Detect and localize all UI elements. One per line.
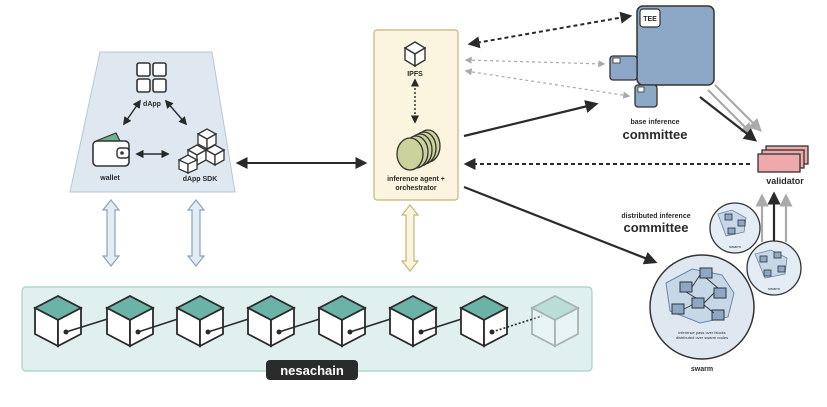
ipfs-label: IPFS (407, 71, 423, 78)
chain-block (317, 294, 367, 348)
distributed-committee-title-2: committee (623, 220, 688, 235)
sdk-icon (177, 128, 226, 175)
chain-block (246, 294, 296, 348)
validator-label: validator (766, 176, 804, 186)
tee-badge (639, 8, 661, 28)
base-committee-title-2: committee (622, 127, 687, 142)
agent-swarm-arrow (463, 185, 658, 265)
agent-tee-arrow (467, 11, 633, 49)
wallet-icon (92, 132, 130, 167)
agent-committee-arrow (463, 100, 599, 138)
agent-stack-icon (396, 129, 441, 171)
agent-node2-arrow (464, 68, 631, 99)
chain-block-pending (530, 294, 580, 348)
ipfs-icon (403, 41, 427, 68)
chain-link-dot (63, 329, 69, 335)
swarm-note-1: inference pass over blocks (678, 330, 725, 335)
chain-link-dot (135, 329, 141, 335)
orchestrator-label-2: orchestrator (395, 185, 437, 192)
swarm-label: swarm (691, 366, 713, 373)
chain-blocks (33, 294, 580, 348)
orchestrator-label-1: inference agent + (387, 176, 445, 183)
swarm-large: inference pass over blocks distributed o… (649, 254, 755, 360)
swarm-small-2-label: swarm (768, 286, 780, 291)
agent-node1-arrow (464, 56, 606, 68)
chain-link-dot (276, 329, 282, 335)
client-chain-arrows (101, 199, 206, 267)
swarm-validator-arrows (755, 191, 793, 242)
base-committee-title-1: base inference (630, 119, 679, 126)
swarm-note-2: distributed over swarm nodes (676, 335, 728, 340)
sdk-label: dApp SDK (183, 176, 218, 183)
dapp-icon (136, 62, 167, 93)
chain-block (33, 294, 83, 348)
swarm-small-2: swarm (746, 240, 802, 296)
chain-block (459, 294, 509, 348)
chain-label-badge (266, 360, 358, 380)
agent-chain-arrow (400, 204, 420, 272)
swarm-small-1-label: swarm (729, 244, 741, 249)
swarm-small-1: swarm (709, 202, 761, 254)
client-internal-arrows (123, 99, 188, 159)
chain-link-dot (347, 329, 353, 335)
chain-label: nesachain (280, 363, 344, 378)
chain-link-dot (418, 329, 424, 335)
dapp-label: dApp (143, 101, 161, 108)
wallet-label: wallet (99, 175, 120, 182)
chain-block (388, 294, 438, 348)
validator-node (757, 145, 809, 173)
chain-link-dot (205, 329, 211, 335)
chain-link-dot (489, 329, 495, 335)
chain-link (491, 315, 543, 333)
distributed-committee-title-1: distributed inference (621, 213, 690, 220)
chain-block (105, 294, 155, 348)
chain-block (175, 294, 225, 348)
committee-validator-arrows (699, 84, 762, 142)
tee-label: TEE (643, 16, 657, 23)
